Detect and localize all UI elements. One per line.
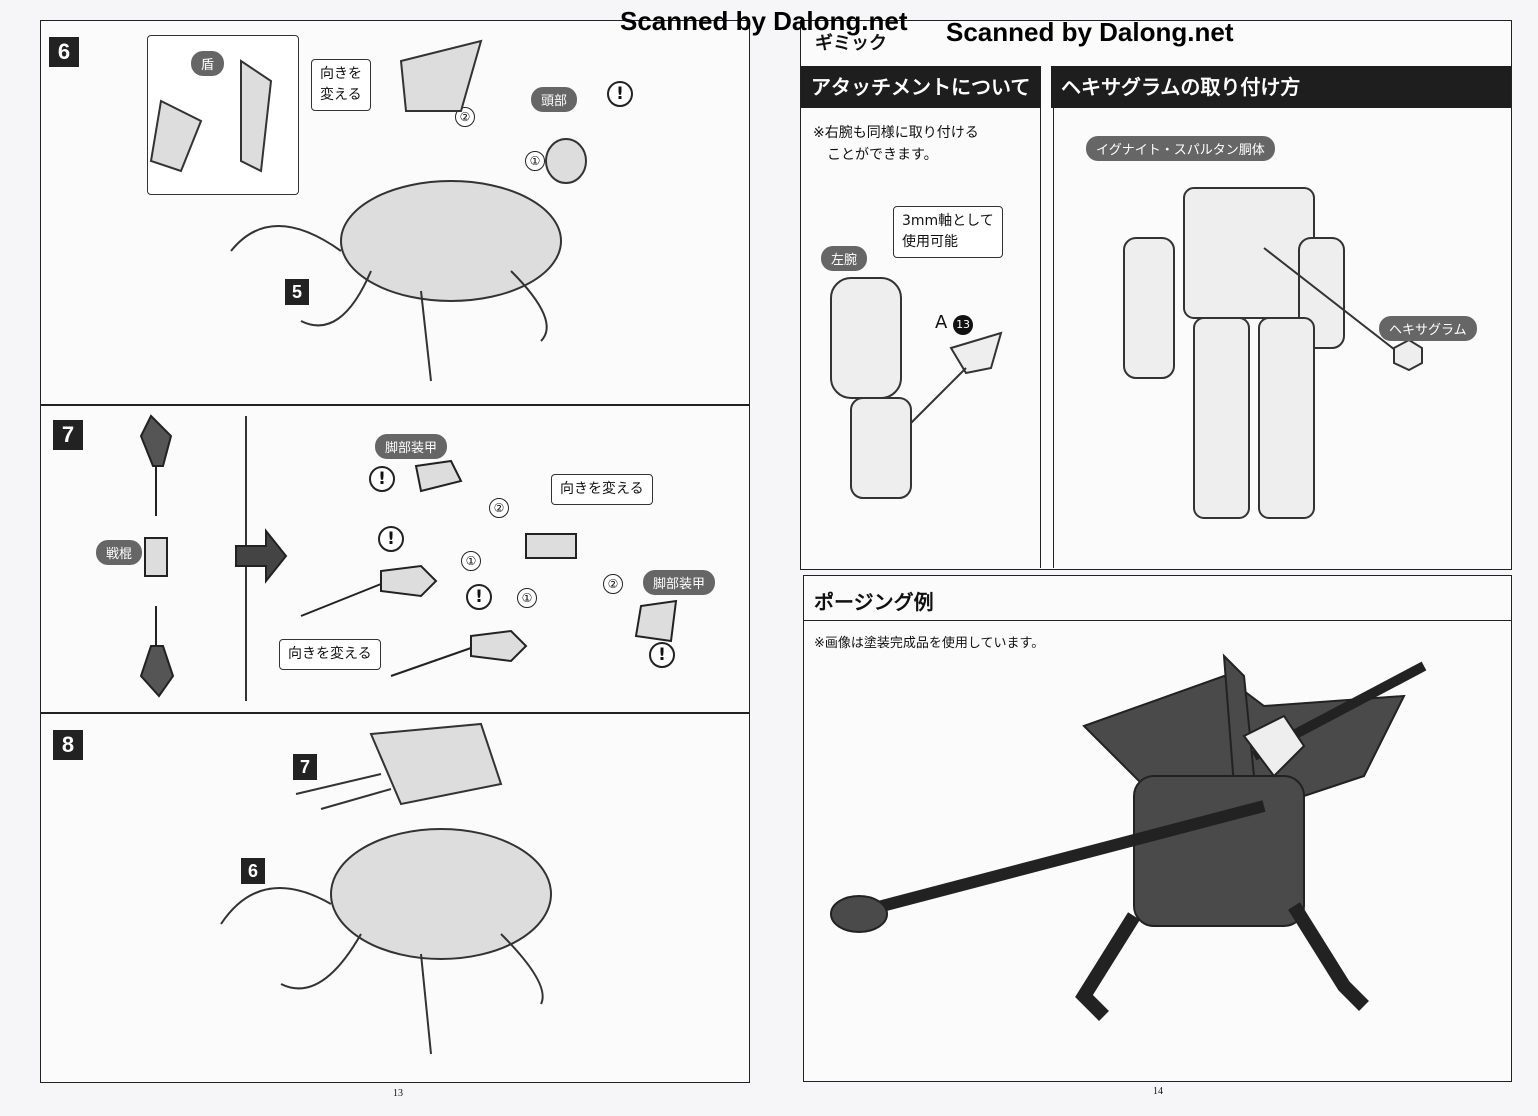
part-ref: A 13 [935, 312, 974, 335]
order-1: ① [461, 551, 481, 571]
warning-icon: ! [466, 584, 492, 610]
order-1: ① [525, 151, 545, 171]
order-2: ② [603, 574, 623, 594]
step-number: 6 [49, 37, 79, 67]
step-number: 8 [53, 730, 83, 760]
turn-callout: 向きを変える [551, 474, 653, 505]
step-7-panel: 7 戦棍 脚部装甲 ! ② 向きを変える ! ① ! ① ② 脚部装甲 向きを変… [40, 405, 750, 713]
body-label: イグナイト・スパルタン胴体 [1086, 136, 1275, 161]
ref-step: 5 [285, 279, 309, 305]
turn-callout: 向きを変える [279, 639, 381, 670]
page-number: 13 [393, 1088, 403, 1099]
warning-icon: ! [369, 466, 395, 492]
ref-step: 7 [293, 754, 317, 780]
head-label: 頭部 [531, 87, 578, 112]
ref-step: 6 [241, 858, 265, 884]
attachment-panel: ※右腕も同様に取り付けることができます。 左腕 3mm軸として使用可能 A 13 [801, 108, 1041, 568]
section-title: ポージング例 [814, 590, 934, 614]
hexagram-panel: イグナイト・スパルタン胴体 ヘキサグラム [1053, 108, 1509, 568]
posing-note: ※画像は塗装完成品を使用しています。 [814, 636, 1045, 651]
robot-illustration [1123, 187, 1423, 519]
hexagram-header: ヘキサグラムの取り付け方 [1051, 66, 1511, 108]
hexagram-label: ヘキサグラム [1379, 316, 1477, 341]
step-8-panel: 8 7 6 [40, 713, 750, 1083]
watermark: Scanned by Dalong.net [620, 6, 908, 36]
warning-icon: ! [378, 526, 404, 552]
order-1: ① [517, 588, 537, 608]
turn-callout: 向きを変える [311, 59, 371, 111]
shield-label: 盾 [191, 51, 225, 76]
watermark: Scanned by Dalong.net [946, 17, 1234, 47]
parts-illustration [139, 414, 678, 698]
spider-illustration [220, 722, 552, 1055]
attachment-note: ※右腕も同様に取り付けることができます。 [813, 125, 979, 164]
section-title: ギミック [815, 33, 887, 54]
left-arm-label: 左腕 [821, 246, 868, 271]
step-6-panel: 6 盾 向きを変える 頭部 ! ② ① 5 [40, 20, 750, 405]
attachment-header: アタッチメントについて [801, 66, 1041, 108]
step-number: 7 [53, 420, 83, 450]
warning-icon: ! [607, 81, 633, 107]
page-number: 14 [1153, 1086, 1163, 1097]
shaft-callout: 3mm軸として使用可能 [893, 206, 1003, 258]
leg-armor-label: 脚部装甲 [643, 570, 716, 595]
posing-photo [830, 653, 1427, 1021]
mace-label: 戦棍 [96, 540, 143, 565]
leg-armor-label: 脚部装甲 [375, 434, 448, 459]
arm-illustration [830, 277, 1003, 499]
divider [804, 620, 1511, 621]
order-2: ② [489, 498, 509, 518]
spider-illustration [149, 39, 587, 382]
posing-section: ポージング例 ※画像は塗装完成品を使用しています。 [803, 575, 1512, 1082]
warning-icon: ! [649, 642, 675, 668]
gimmick-section: ギミック アタッチメントについて ヘキサグラムの取り付け方 ※右腕も同様に取り付… [800, 20, 1512, 570]
